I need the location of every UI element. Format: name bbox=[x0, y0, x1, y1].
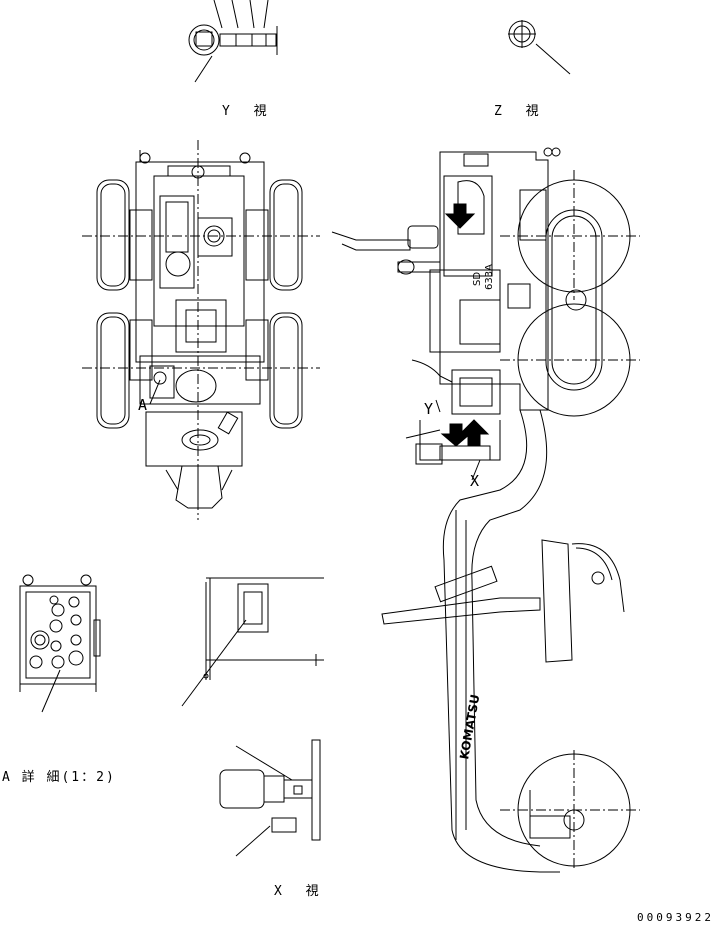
view-x-label: X 視 bbox=[274, 884, 327, 899]
callout-a-label: A bbox=[138, 396, 156, 414]
detail-a-label: A 詳 細(1：2) bbox=[2, 770, 116, 785]
side-view-machine bbox=[331, 147, 640, 873]
view-x-detail bbox=[219, 739, 321, 857]
drawing-number: 00093922 bbox=[637, 911, 714, 924]
callout-y-label: Y bbox=[424, 400, 442, 418]
view-y-detail bbox=[188, 0, 278, 83]
model-decal-bottom: 633A bbox=[484, 264, 495, 290]
view-y-label: Y 視 bbox=[222, 104, 275, 119]
model-decal-top: SD bbox=[472, 272, 483, 286]
detail-a-panel bbox=[19, 574, 101, 713]
callout-x-label: X bbox=[470, 472, 488, 490]
detail-corner-decal bbox=[181, 577, 324, 707]
view-z-detail bbox=[508, 20, 571, 75]
plan-view-machine bbox=[82, 140, 320, 520]
brand-decal: KOMATSU bbox=[457, 693, 482, 760]
view-z-label: Z 視 bbox=[494, 104, 547, 119]
